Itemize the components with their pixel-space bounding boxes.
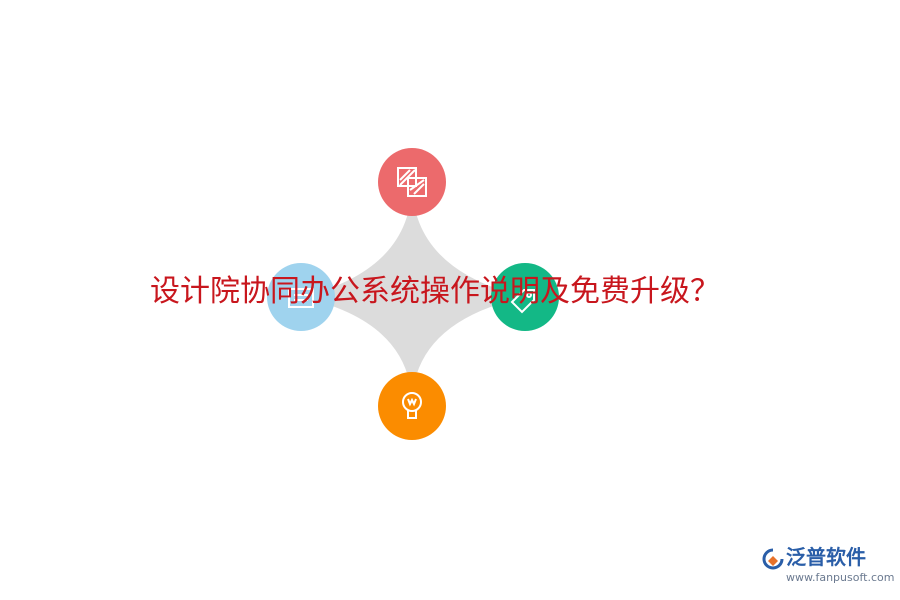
node-right-circle — [491, 263, 559, 331]
brand-logo: 泛普软件 www.fanpusoft.com — [762, 542, 894, 590]
lightbulb-icon — [402, 392, 422, 419]
document-icon — [288, 288, 314, 308]
logo-url: www.fanpusoft.com — [786, 571, 895, 584]
star-shape — [301, 182, 525, 406]
logo-mark-icon — [762, 548, 784, 570]
tag-icon — [510, 289, 535, 314]
node-top[interactable] — [378, 148, 446, 216]
headline-title: 设计院协同办公系统操作说明及免费升级？ — [150, 274, 720, 309]
node-bottom-circle — [378, 372, 446, 440]
node-left-circle — [267, 263, 335, 331]
logo-name: 泛普软件 — [786, 545, 866, 569]
node-left[interactable] — [267, 263, 335, 331]
layers-icon — [397, 167, 427, 197]
node-right[interactable] — [491, 263, 559, 331]
node-bottom[interactable] — [378, 372, 446, 440]
node-top-circle — [378, 148, 446, 216]
